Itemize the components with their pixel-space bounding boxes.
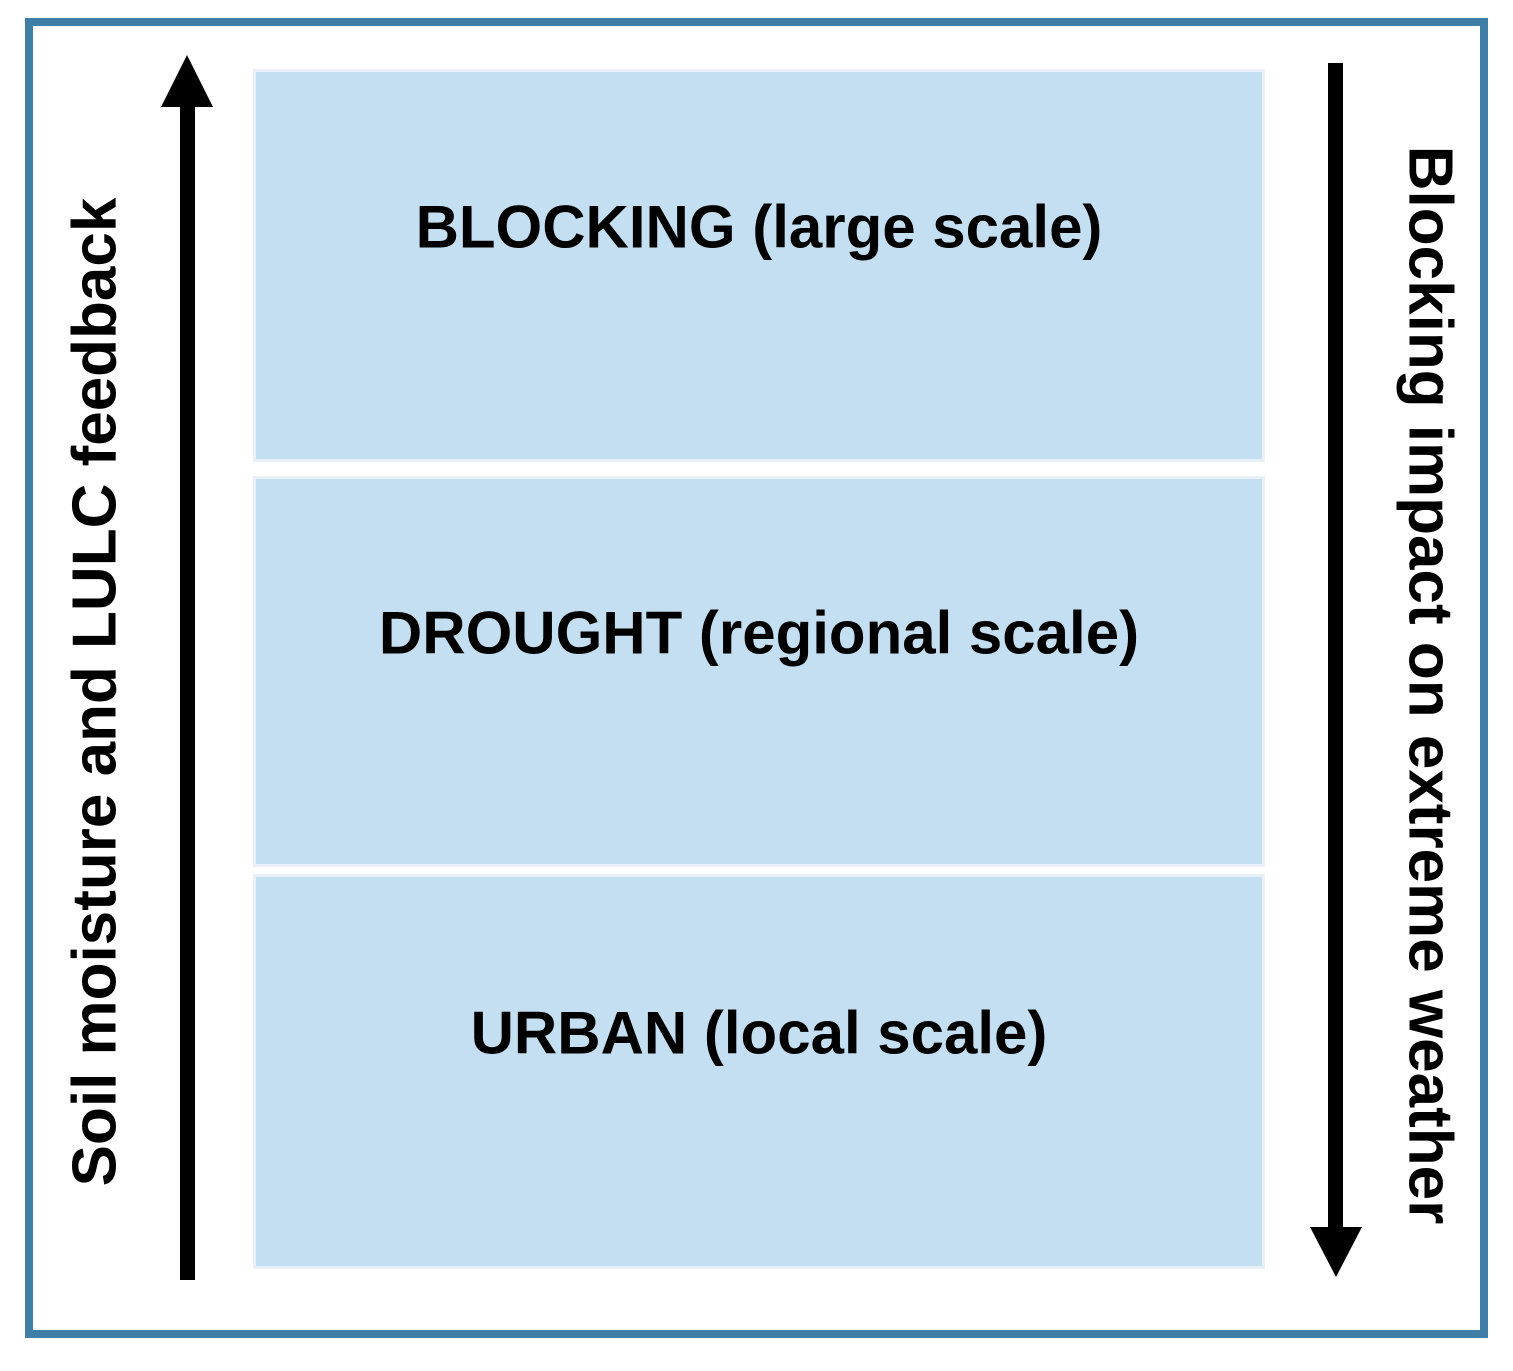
- left-axis-label: Soil moisture and LULC feedback: [60, 197, 130, 1187]
- box-urban: URBAN (local scale): [253, 874, 1265, 1269]
- box-drought: DROUGHT (regional scale): [253, 476, 1265, 867]
- box-drought-label: DROUGHT (regional scale): [378, 599, 1140, 667]
- down-arrow-head: [1310, 1227, 1362, 1277]
- up-arrow-head: [161, 55, 213, 107]
- right-axis-label: Blocking impact on extreme weather: [1395, 145, 1465, 1225]
- box-urban-label: URBAN (local scale): [470, 999, 1048, 1067]
- box-blocking: BLOCKING (large scale): [253, 69, 1265, 462]
- up-arrow-line: [180, 100, 195, 1280]
- down-arrow-line: [1328, 63, 1343, 1230]
- box-blocking-label: BLOCKING (large scale): [415, 193, 1103, 261]
